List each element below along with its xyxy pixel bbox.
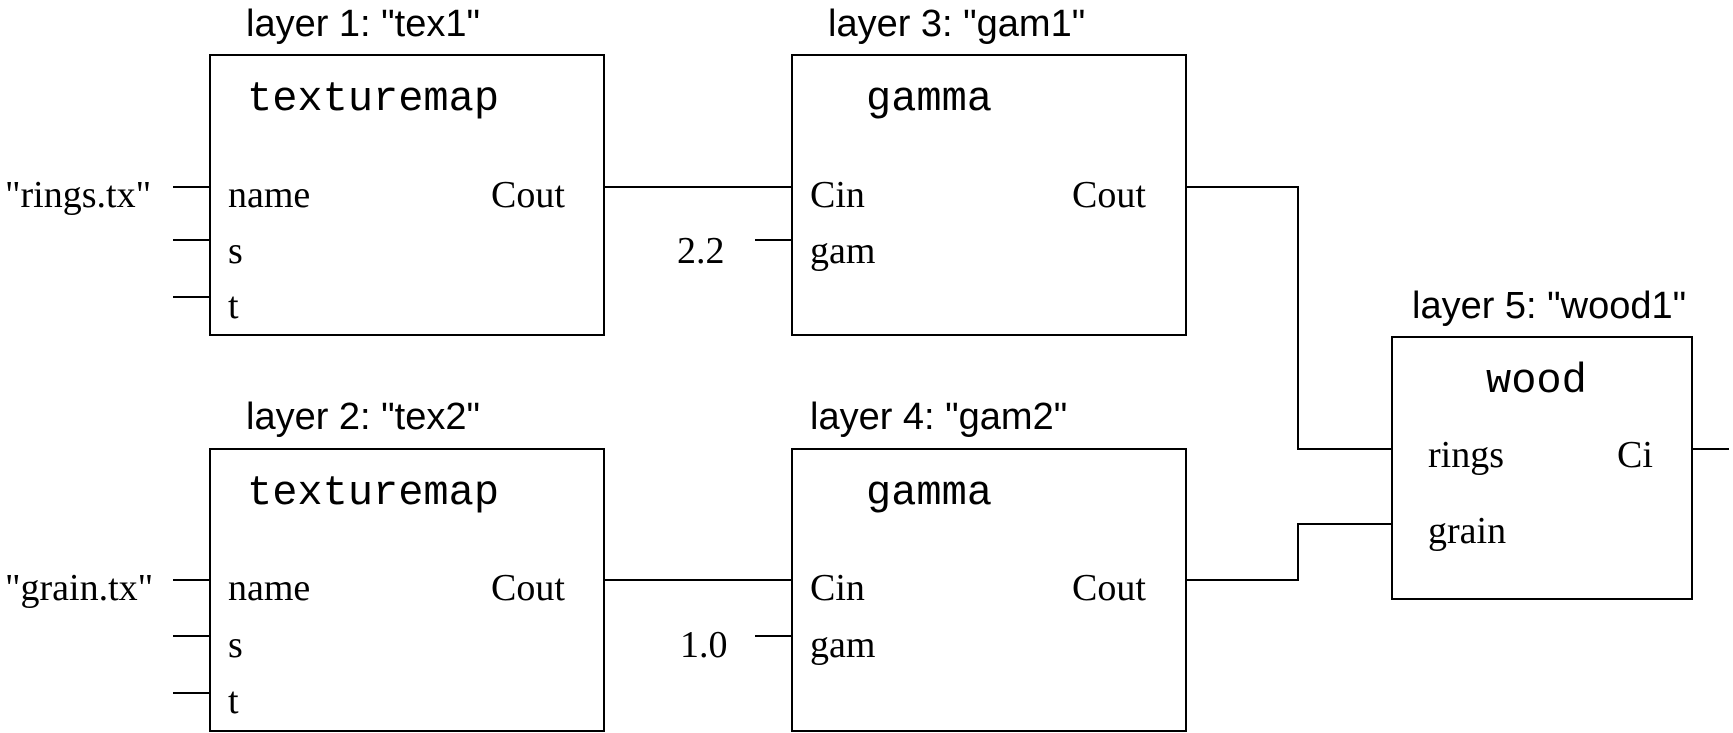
layer-2-title: layer 2: "tex2"	[246, 396, 480, 438]
layer-4-input-gam: gam	[810, 624, 875, 666]
layer-4-title: layer 4: "gam2"	[810, 396, 1067, 438]
grain-file-value: "grain.tx"	[5, 567, 153, 609]
wire-gam2-to-wood-grain	[1186, 523, 1392, 581]
layer-2-input-t: t	[228, 680, 239, 722]
layer-1-input-name: name	[228, 174, 310, 216]
layer-1-box	[209, 54, 605, 336]
layer-1-shader-name: texturemap	[247, 75, 499, 123]
layer-5-input-rings: rings	[1428, 434, 1504, 476]
layer-2-shader-name: texturemap	[247, 469, 499, 517]
layer-1-output-cout: Cout	[491, 174, 565, 216]
layer-5-title: layer 5: "wood1"	[1412, 285, 1686, 327]
layer-1-title: layer 1: "tex1"	[246, 3, 480, 45]
layer-4-shader-name: gamma	[866, 469, 992, 517]
layer-4-node: layer 4: "gam2" gamma Cin gam Cout	[755, 396, 1187, 732]
layer-3-output-cout: Cout	[1072, 174, 1146, 216]
layer-1-node: layer 1: "tex1" texturemap name s t Cout	[173, 3, 605, 336]
layer-3-shader-name: gamma	[866, 75, 992, 123]
wire-gam1-to-wood-rings	[1186, 186, 1392, 450]
layer-5-shader-name: wood	[1486, 357, 1587, 405]
layer-4-output-cout: Cout	[1072, 567, 1146, 609]
layer-3-input-cin: Cin	[810, 174, 865, 216]
layer-4-box	[791, 448, 1187, 732]
layer-4-input-cin: Cin	[810, 567, 865, 609]
layer-5-output-ci: Ci	[1617, 434, 1653, 476]
layer-2-box	[209, 448, 605, 732]
gam1-value: 2.2	[677, 230, 725, 272]
layer-3-title: layer 3: "gam1"	[828, 3, 1085, 45]
layer-3-node: layer 3: "gam1" gamma Cin gam Cout	[755, 3, 1187, 336]
layer-5-node: layer 5: "wood1" wood rings grain Ci	[1391, 285, 1729, 600]
layer-5-box	[1391, 336, 1693, 600]
layer-1-input-s: s	[228, 230, 243, 272]
layer-5-input-grain: grain	[1428, 510, 1506, 552]
layer-2-input-s: s	[228, 624, 243, 666]
layer-3-box	[791, 54, 1187, 336]
layer-3-input-gam: gam	[810, 230, 875, 272]
layer-2-input-name: name	[228, 567, 310, 609]
layer-2-node: layer 2: "tex2" texturemap name s t Cout	[173, 396, 605, 732]
layer-2-output-cout: Cout	[491, 567, 565, 609]
gam2-value: 1.0	[680, 624, 728, 666]
layer-1-input-t: t	[228, 285, 239, 327]
rings-file-value: "rings.tx"	[5, 174, 151, 216]
